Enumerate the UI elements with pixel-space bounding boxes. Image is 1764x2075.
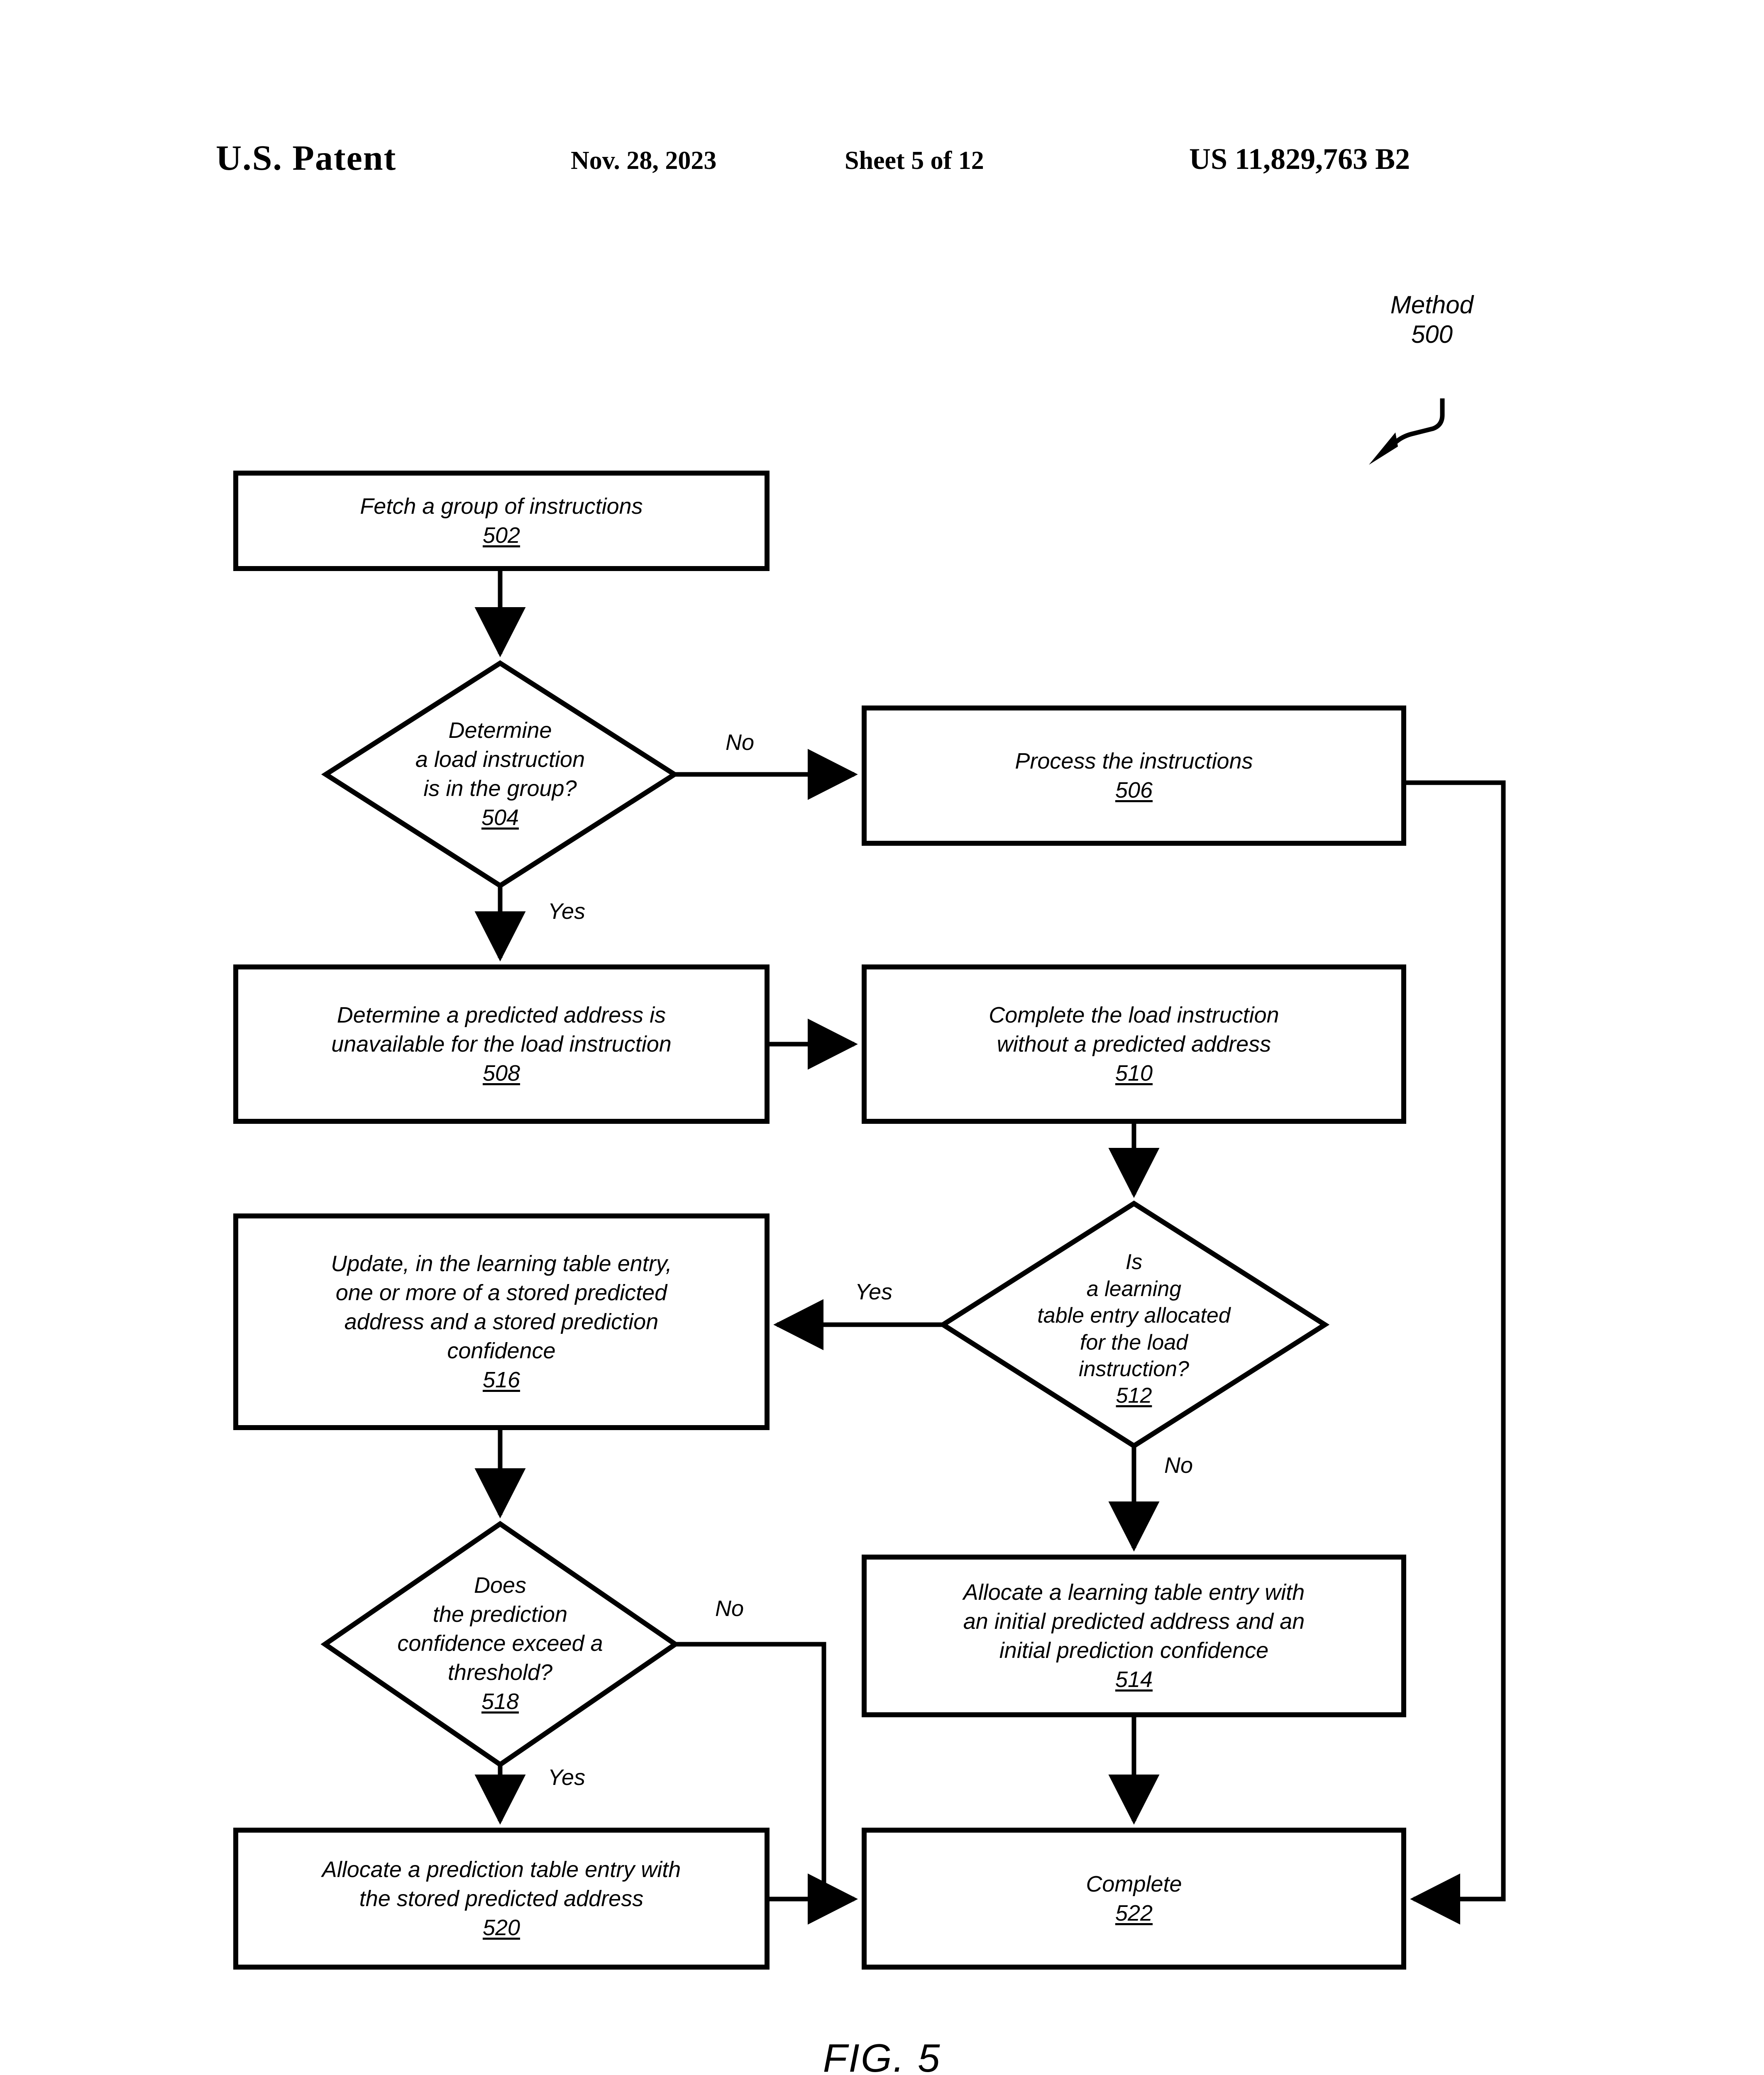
node-504-shape xyxy=(321,660,679,889)
patent-number: US 11,829,763 B2 xyxy=(1189,142,1410,176)
node-514-shape xyxy=(862,1555,1406,1717)
node-518-shape xyxy=(320,1521,680,1768)
figure-caption: FIG. 5 xyxy=(823,2036,941,2075)
method-callout-arrow xyxy=(1369,398,1445,465)
method-callout-ref: 500 xyxy=(1411,320,1453,348)
node-502-shape xyxy=(233,471,770,571)
node-510-shape xyxy=(862,964,1406,1124)
edge-label-504-no: No xyxy=(726,730,755,755)
edge-label-518-no: No xyxy=(715,1596,744,1621)
edge-label-504-yes: Yes xyxy=(548,899,586,924)
method-callout-name: Method xyxy=(1390,291,1474,319)
method-callout: Method 500 xyxy=(1324,290,1540,349)
node-508-shape xyxy=(233,964,770,1124)
edge-506-to-522 xyxy=(1404,780,1506,1925)
edge-label-512-yes: Yes xyxy=(855,1279,893,1304)
patent-title: U.S. Patent xyxy=(216,138,397,178)
patent-sheet-number: Sheet 5 of 12 xyxy=(845,146,984,175)
edge-label-518-yes: Yes xyxy=(548,1765,586,1790)
node-520-shape xyxy=(233,1828,770,1970)
patent-date: Nov. 28, 2023 xyxy=(571,146,717,175)
node-506-shape xyxy=(862,706,1406,846)
node-512-shape xyxy=(938,1200,1330,1449)
patent-header: U.S. Patent Nov. 28, 2023 Sheet 5 of 12 … xyxy=(0,137,1764,191)
node-522-shape xyxy=(862,1828,1406,1970)
node-516-shape xyxy=(233,1213,770,1430)
edge-label-512-no: No xyxy=(1164,1453,1193,1478)
